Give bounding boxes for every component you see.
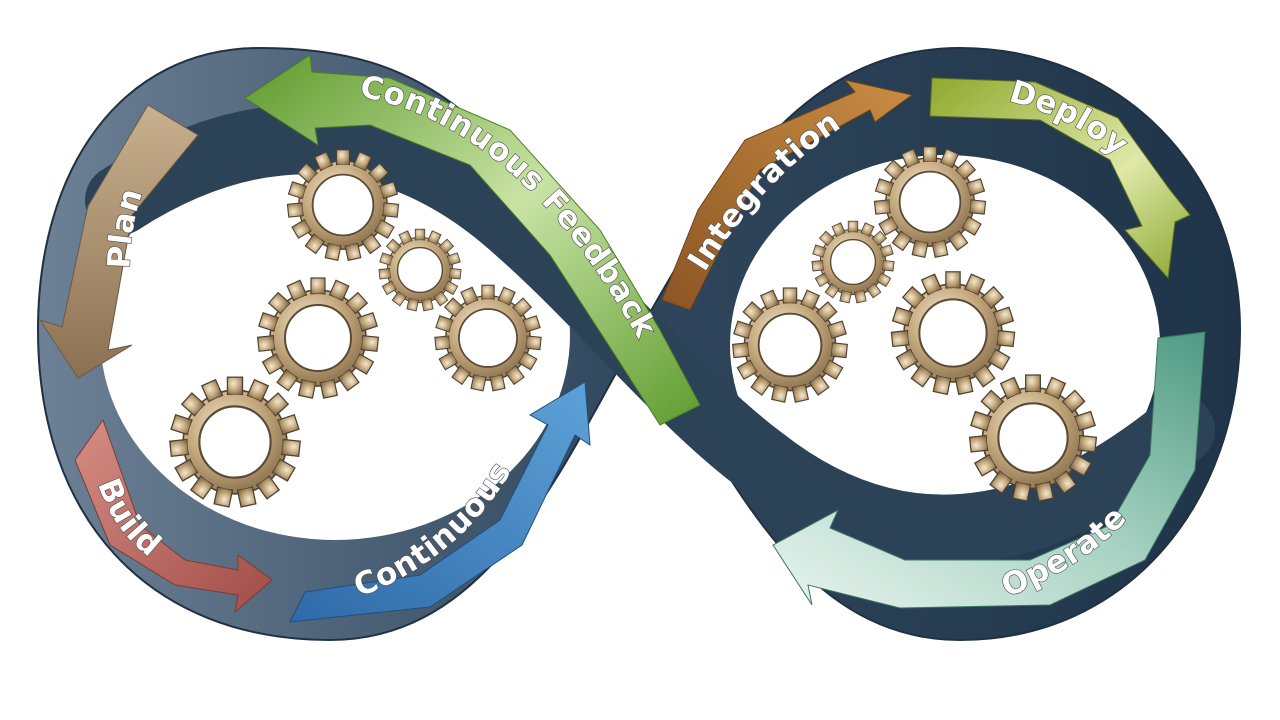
operate-arrow: [772, 331, 1206, 609]
build-arrow: [74, 418, 273, 614]
deploy-arrow: [929, 77, 1191, 280]
continuous-arrow: [289, 381, 591, 623]
continuous-feedback-arrow: [244, 54, 701, 426]
integration-arrow: [661, 79, 914, 311]
plan-arrow: [38, 104, 199, 379]
